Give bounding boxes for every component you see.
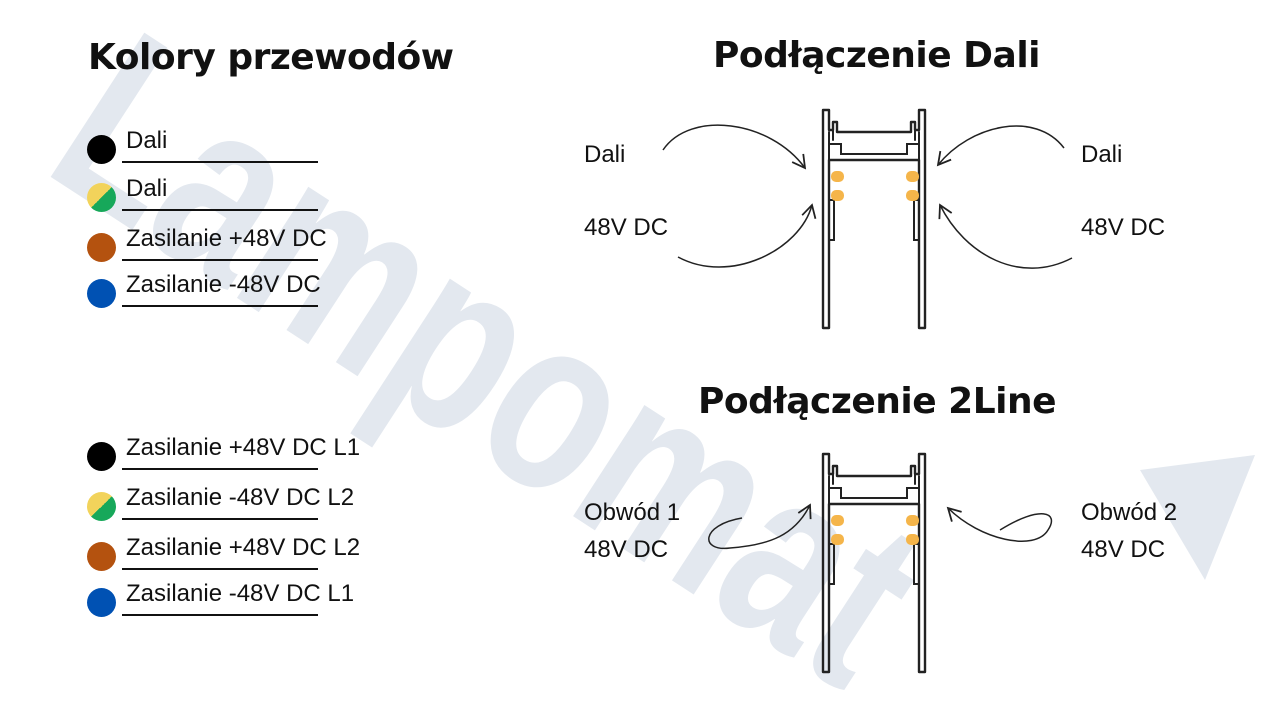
wire-color-swatch — [87, 542, 116, 571]
wire-color-label: Zasilanie -48V DC L1 — [126, 580, 355, 607]
wire-color-swatch — [87, 135, 116, 164]
dali-arrows — [662, 124, 1073, 269]
wire-color-label: Zasilanie +48V DC L2 — [126, 534, 361, 561]
twoline-conductor-dot — [906, 515, 919, 526]
dali-right-48v-label: 48V DC — [1081, 214, 1166, 241]
wire-legend-item: Zasilanie +48V DC L1 — [86, 434, 360, 474]
wire-color-label: Zasilanie -48V DC — [126, 271, 321, 298]
dali-right-top-arrow — [936, 125, 1065, 167]
wire-underline — [122, 568, 318, 570]
wire-underline — [122, 305, 318, 307]
dali-conductors — [831, 171, 919, 201]
wire-color-label: Zasilanie -48V DC L2 — [126, 484, 355, 511]
wire-color-label: Dali — [126, 175, 168, 202]
twoline-arrows — [708, 503, 1053, 550]
wire-underline — [122, 209, 318, 211]
circuit1-voltage-label: 48V DC — [584, 536, 669, 563]
circuit2-label: Obwód 2 — [1081, 499, 1178, 526]
dali-right-bottom-arrow — [938, 203, 1073, 269]
wire-legend-item: Zasilanie -48V DC L1 — [86, 580, 354, 620]
wire-color-swatch — [87, 492, 116, 521]
dali-left-48v-label: 48V DC — [584, 214, 669, 241]
circuit2-arrow — [946, 506, 1053, 542]
wire-legend-item: Dali — [86, 175, 326, 215]
dali-left-label: Dali — [584, 141, 626, 168]
dali-left-bottom-arrow — [677, 203, 817, 268]
wire-color-swatch — [87, 442, 116, 471]
dali-conductor-dot — [906, 190, 919, 201]
dali-conductor-dot — [831, 171, 844, 182]
wire-underline — [122, 518, 318, 520]
wire-underline — [122, 614, 318, 616]
dali-conductor-dot — [831, 190, 844, 201]
wire-color-swatch — [87, 279, 116, 308]
circuit1-label: Obwód 1 — [584, 499, 681, 526]
wire-underline — [122, 161, 318, 163]
wire-color-label: Dali — [126, 127, 168, 154]
wire-underline — [122, 259, 318, 261]
twoline-conductors — [831, 515, 919, 545]
wire-underline — [122, 468, 318, 470]
twoline-connection-title: Podłączenie 2Line — [698, 381, 1057, 422]
wire-color-label: Zasilanie +48V DC — [126, 225, 327, 252]
dali-left-top-arrow — [662, 124, 807, 170]
wire-color-swatch — [87, 183, 116, 212]
wire-legend-item: Zasilanie +48V DC L2 — [86, 534, 360, 574]
twoline-conductor-dot — [831, 534, 844, 545]
wire-legend-item: Zasilanie +48V DC — [86, 225, 327, 265]
wire-legend-item: Dali — [86, 127, 326, 167]
wire-legend-item: Zasilanie -48V DC — [86, 271, 326, 311]
wire-color-swatch — [87, 233, 116, 262]
wire-color-swatch — [87, 588, 116, 617]
wire-color-label: Zasilanie +48V DC L1 — [126, 434, 361, 461]
circuit2-voltage-label: 48V DC — [1081, 536, 1166, 563]
twoline-track-profile — [821, 452, 927, 674]
dali-right-label: Dali — [1081, 141, 1123, 168]
dali-track-profile — [821, 108, 927, 330]
dali-conductor-dot — [906, 171, 919, 182]
dali-connection-title: Podłączenie Dali — [713, 35, 1041, 76]
twoline-conductor-dot — [831, 515, 844, 526]
wire-legend-item: Zasilanie -48V DC L2 — [86, 484, 354, 524]
wire-colors-title: Kolory przewodów — [88, 37, 454, 78]
twoline-conductor-dot — [906, 534, 919, 545]
circuit1-arrow — [708, 503, 812, 550]
watermark-triangle — [1140, 455, 1255, 580]
